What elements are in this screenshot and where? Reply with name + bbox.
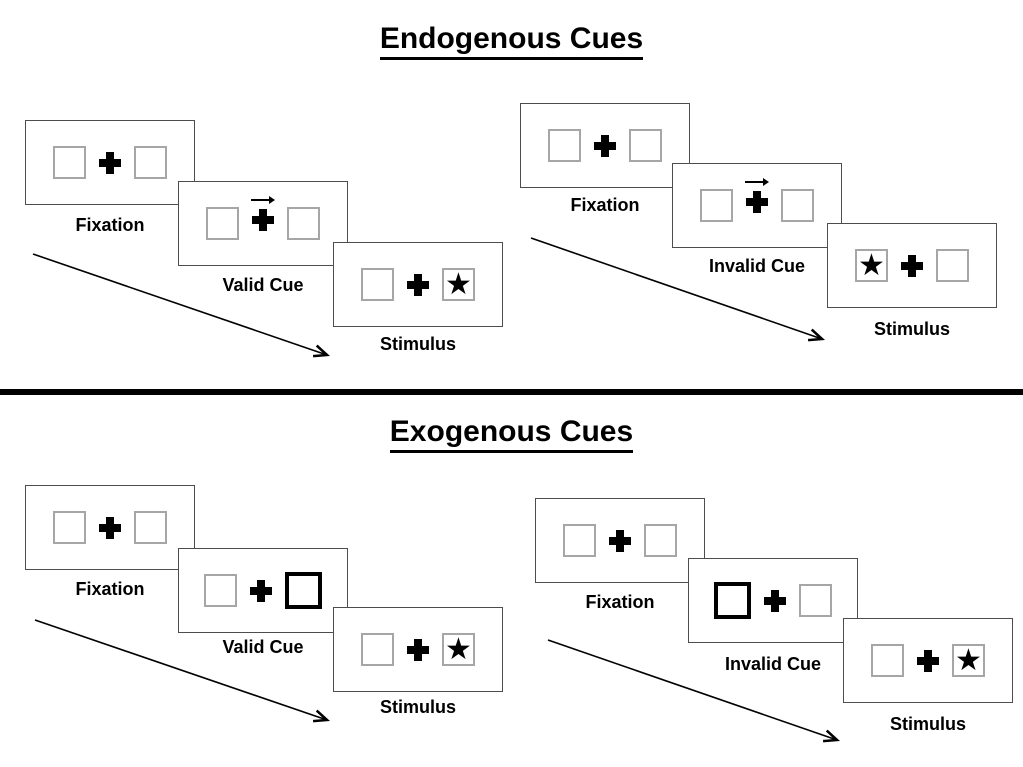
timeline-arrow-endo-valid xyxy=(32,253,331,358)
right-box: ★ xyxy=(442,633,475,666)
star-icon: ★ xyxy=(955,642,982,678)
endo-invalid-cue-panel xyxy=(672,163,842,248)
panel-label: Stimulus xyxy=(873,319,950,339)
timeline-arrow-endo-invalid xyxy=(530,237,826,342)
fixation-cross-icon xyxy=(609,529,631,552)
panel-label: Invalid Cue xyxy=(724,654,822,674)
exo-invalid-cue-panel xyxy=(688,558,858,643)
section-title-endogenous: Endogenous Cues xyxy=(0,22,1023,60)
right-box: ★ xyxy=(442,268,475,301)
exo-valid-fixation-panel xyxy=(25,485,195,570)
star-icon: ★ xyxy=(445,631,472,667)
section-title-exogenous: Exogenous Cues xyxy=(0,415,1023,453)
endo-invalid-stimulus-panel: ★ xyxy=(827,223,997,308)
left-box xyxy=(204,574,237,607)
right-box xyxy=(134,511,167,544)
right-box xyxy=(644,524,677,557)
fixation-cross-icon xyxy=(99,516,121,539)
left-box xyxy=(53,146,86,179)
exo-valid-cue-panel xyxy=(178,548,348,633)
fixation-cross-icon xyxy=(764,589,786,612)
panel-label: Stimulus xyxy=(379,697,456,717)
endo-valid-stimulus-panel: ★ xyxy=(333,242,503,327)
section-divider xyxy=(0,389,1023,395)
panel-label: Valid Cue xyxy=(222,275,304,295)
panel-label: Stimulus xyxy=(889,714,966,734)
left-box xyxy=(563,524,596,557)
arrow-right-cue-icon xyxy=(745,178,769,186)
fixation-cross-icon xyxy=(407,638,429,661)
right-box xyxy=(799,584,832,617)
star-icon: ★ xyxy=(858,247,885,283)
right-box xyxy=(781,189,814,222)
panel-label: Invalid Cue xyxy=(708,256,806,276)
left-box xyxy=(548,129,581,162)
right-box-cued xyxy=(285,572,322,609)
endo-valid-cue-panel xyxy=(178,181,348,266)
star-icon: ★ xyxy=(445,266,472,302)
section-title-exogenous-text: Exogenous Cues xyxy=(389,415,634,453)
left-box xyxy=(700,189,733,222)
endo-invalid-fixation-panel xyxy=(520,103,690,188)
right-box: ★ xyxy=(952,644,985,677)
fixation-cross-icon xyxy=(99,151,121,174)
timeline-arrow-exo-valid xyxy=(34,619,331,723)
exo-invalid-stimulus-panel: ★ xyxy=(843,618,1013,703)
exo-valid-stimulus-panel: ★ xyxy=(333,607,503,692)
panel-label: Fixation xyxy=(75,579,145,599)
panel-label: Fixation xyxy=(585,592,655,612)
right-box xyxy=(629,129,662,162)
fixation-cross-icon xyxy=(250,579,272,602)
endo-valid-fixation-panel xyxy=(25,120,195,205)
fixation-cross-icon xyxy=(901,254,923,277)
fixation-cross-icon xyxy=(594,134,616,157)
panel-label: Valid Cue xyxy=(222,637,304,657)
section-title-endogenous-text: Endogenous Cues xyxy=(379,22,644,60)
fixation-cross-icon xyxy=(251,196,275,231)
fixation-cross-icon xyxy=(745,178,769,213)
right-box xyxy=(134,146,167,179)
panel-label: Stimulus xyxy=(379,334,456,354)
exo-invalid-fixation-panel xyxy=(535,498,705,583)
arrow-right-cue-icon xyxy=(251,196,275,204)
left-box xyxy=(361,268,394,301)
fixation-cross-icon xyxy=(407,273,429,296)
left-box xyxy=(53,511,86,544)
left-box xyxy=(206,207,239,240)
right-box xyxy=(936,249,969,282)
fixation-cross-icon xyxy=(917,649,939,672)
left-box: ★ xyxy=(855,249,888,282)
left-box-cued xyxy=(714,582,751,619)
panel-label: Fixation xyxy=(570,195,640,215)
left-box xyxy=(361,633,394,666)
right-box xyxy=(287,207,320,240)
left-box xyxy=(871,644,904,677)
panel-label: Fixation xyxy=(75,215,145,235)
